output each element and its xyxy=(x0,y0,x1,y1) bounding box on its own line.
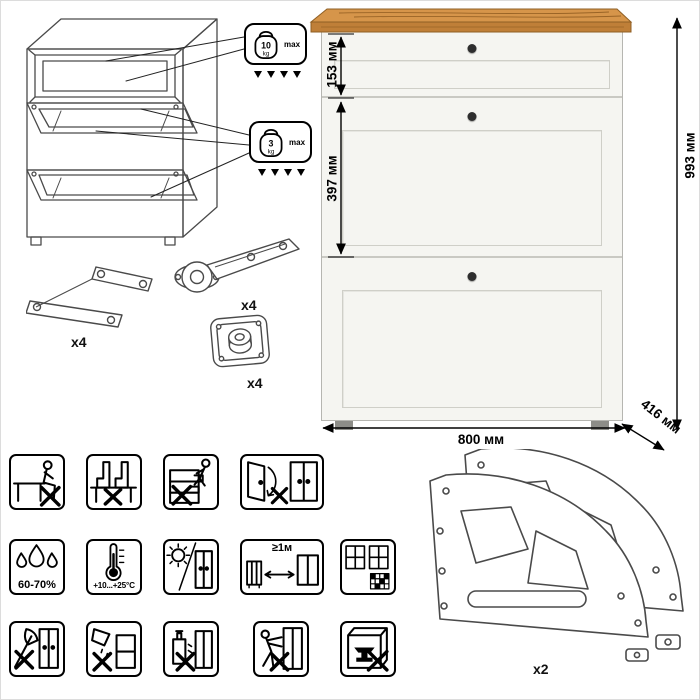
load-unit: kg xyxy=(263,50,270,57)
cabinet-render xyxy=(321,31,623,421)
total-height-label: 993 мм xyxy=(682,132,698,179)
humidity-label: 60-70% xyxy=(18,579,56,591)
lid-stay-drawing xyxy=(26,266,153,328)
drawer-knob xyxy=(467,44,477,53)
flap-knob xyxy=(467,272,477,281)
drawer-groove xyxy=(334,60,610,89)
no-sitting-icon xyxy=(9,454,65,510)
no-chopping-icon xyxy=(9,621,65,677)
hinge-qty-label: x4 xyxy=(241,297,257,313)
depth-label: 416 мм xyxy=(638,396,684,437)
drawer-front xyxy=(322,32,622,98)
load-max-label: max xyxy=(284,39,301,49)
kettlebell-icon: 3 kg xyxy=(259,128,283,157)
min-distance-label: ≥1м xyxy=(271,542,293,554)
frame-brackets xyxy=(625,634,681,662)
load-unit: kg xyxy=(268,148,275,155)
load-value: 3 xyxy=(269,138,274,148)
load-direction-arrows xyxy=(255,169,307,176)
cabinet-leg xyxy=(335,421,353,430)
temperature-icon: +10...+25°C xyxy=(86,539,142,595)
drawer-load-callout: 10 kg max xyxy=(244,23,308,65)
flap-height-label: 397 мм xyxy=(324,155,340,202)
flap-knob xyxy=(467,112,477,121)
humidity-icon: 60-70% xyxy=(9,539,65,595)
stay-qty-label: x4 xyxy=(71,334,87,350)
flap-panel xyxy=(342,130,602,246)
no-climbing-icon xyxy=(163,454,219,510)
wood-top xyxy=(309,8,633,33)
flap-load-callout: 3 kg max xyxy=(249,121,313,163)
lower-flap-front xyxy=(322,260,622,420)
kettlebell-icon: 10 kg xyxy=(254,30,278,59)
cabinet-wireframe-drawing xyxy=(26,18,250,246)
no-sunlight-icon xyxy=(163,539,219,595)
upper-flap-front xyxy=(322,100,622,258)
heat-distance-icon: ≥1м xyxy=(240,539,324,595)
side-frame-front xyxy=(429,473,649,638)
width-label: 800 мм xyxy=(457,432,505,447)
drawer-height-label: 153 мм xyxy=(324,41,340,88)
flap-panel xyxy=(342,290,602,408)
ventilation-icon xyxy=(340,539,396,595)
frame-qty-label: x2 xyxy=(533,661,549,677)
no-spill-icon xyxy=(86,621,142,677)
no-solvent-icon xyxy=(163,621,219,677)
foot-qty-label: x4 xyxy=(247,375,263,391)
temperature-label: +10...+25°C xyxy=(93,581,135,590)
hinge-drawing xyxy=(174,238,300,293)
load-value: 10 xyxy=(261,40,271,50)
callout-pointer-lines xyxy=(95,36,250,198)
cabinet-leg xyxy=(591,421,609,430)
load-direction-arrows xyxy=(251,71,303,78)
side-frame-drawing xyxy=(429,449,684,662)
load-max-label: max xyxy=(289,137,306,147)
no-standing-icon xyxy=(86,454,142,510)
no-heavy-load-icon xyxy=(340,621,396,677)
adjustable-foot-drawing xyxy=(210,314,270,368)
carry-warning-icon xyxy=(253,621,309,677)
door-swing-icon xyxy=(240,454,324,510)
